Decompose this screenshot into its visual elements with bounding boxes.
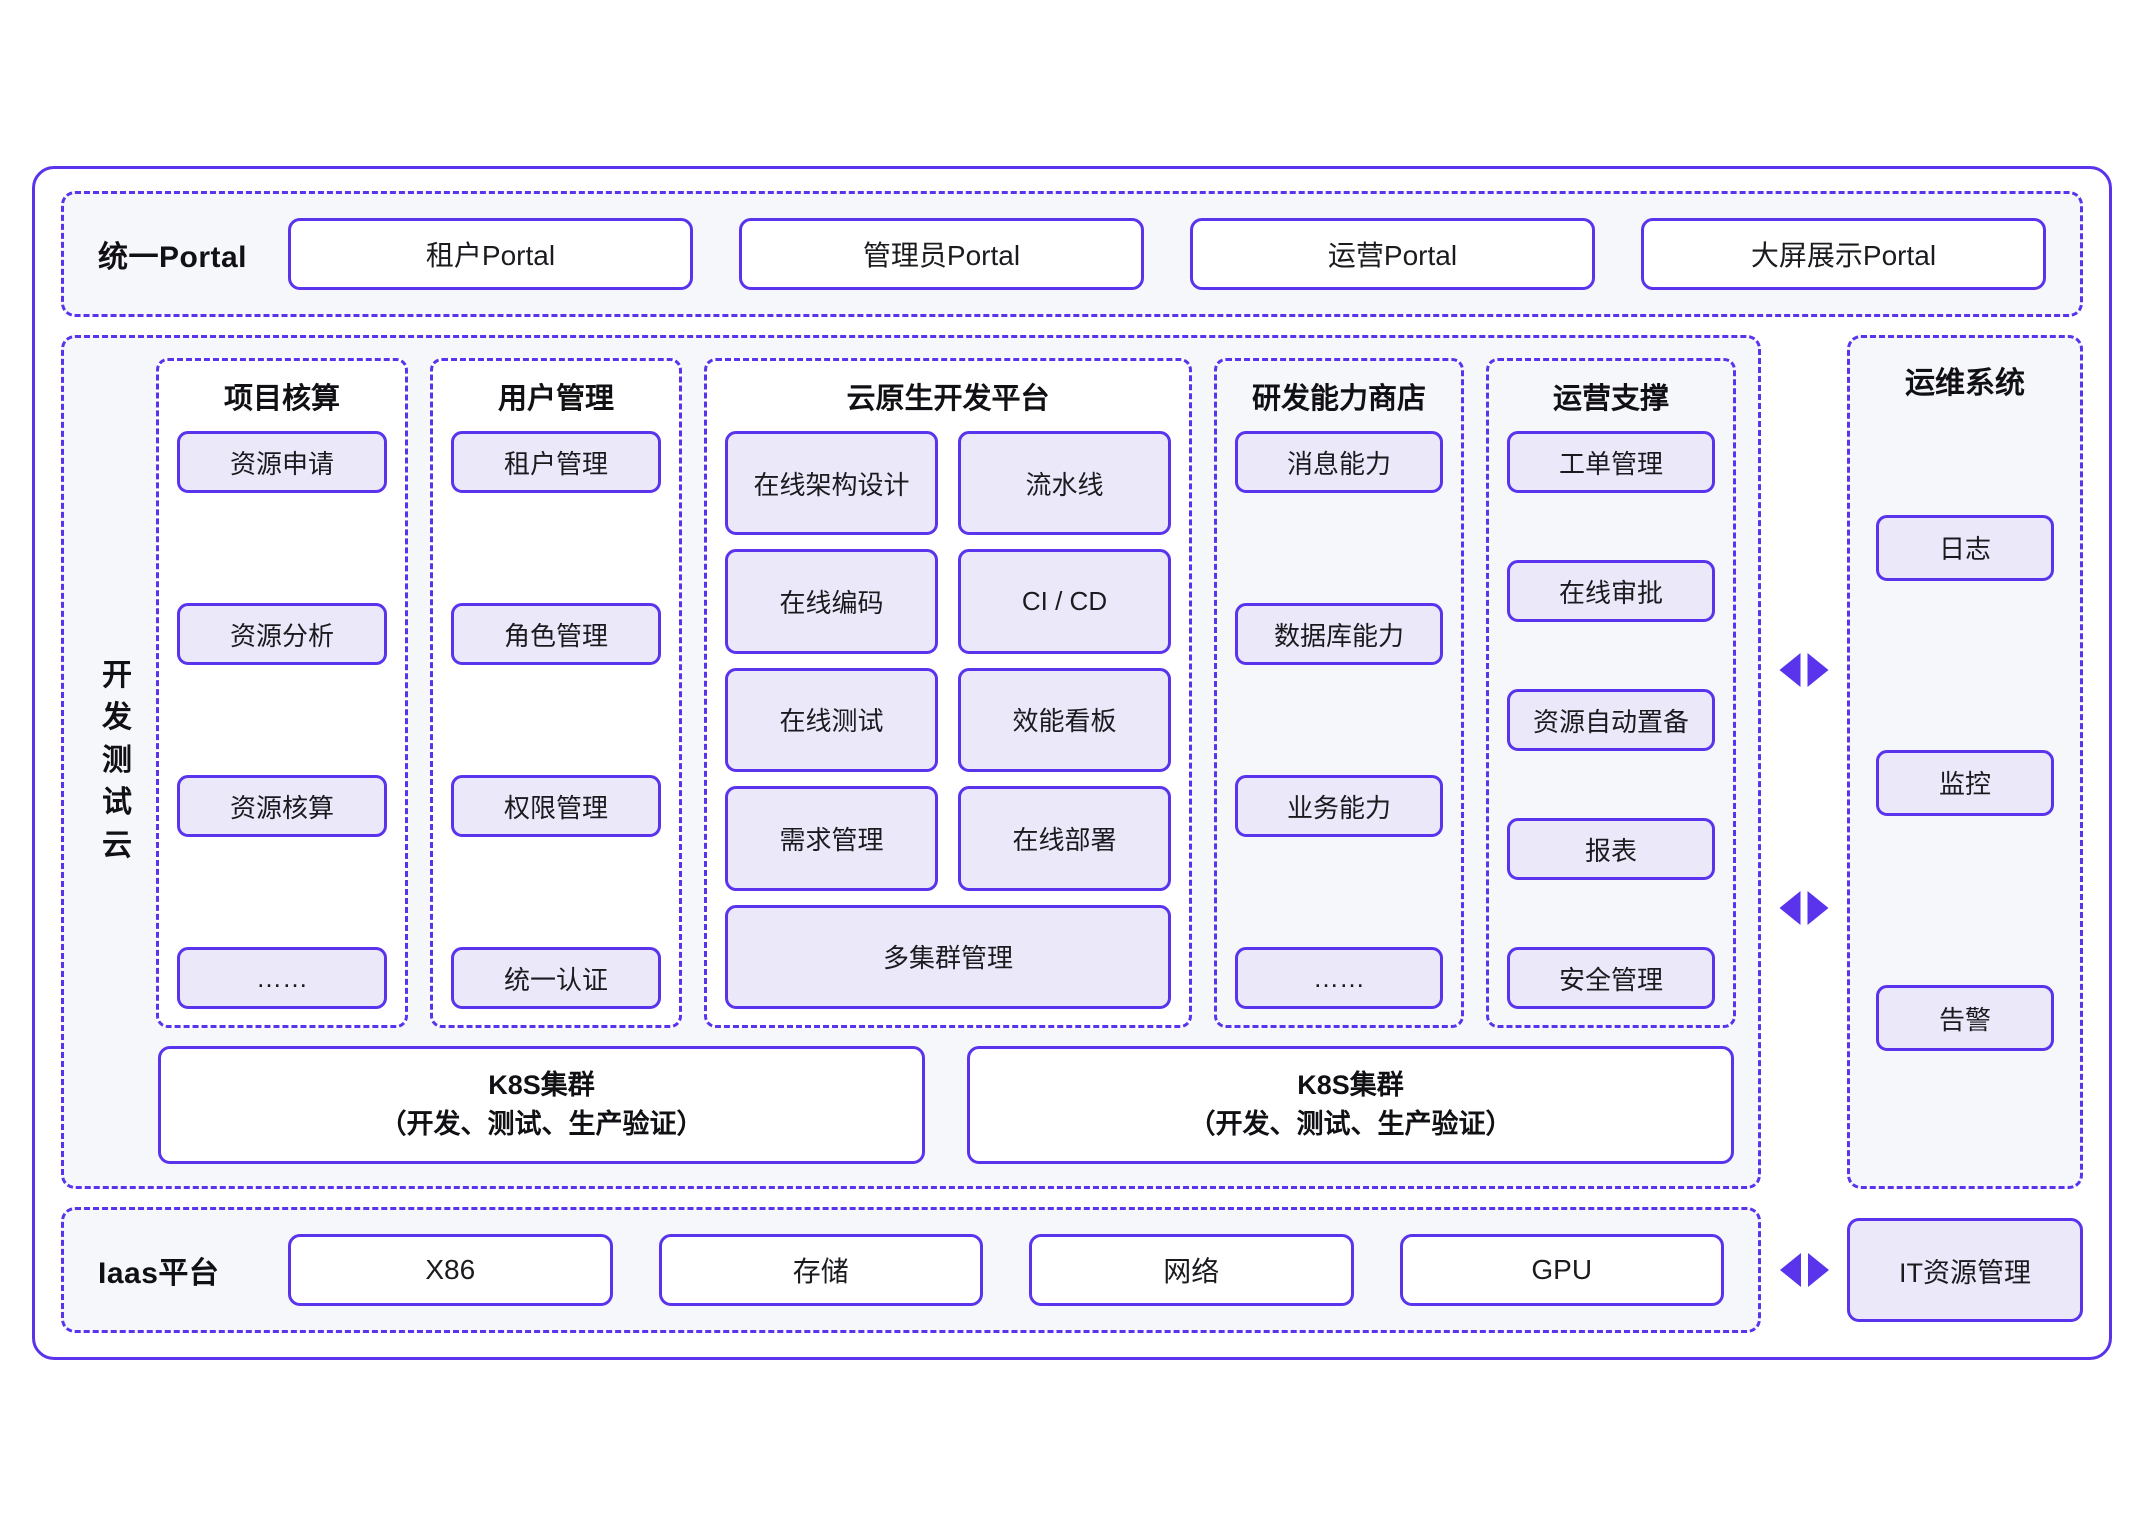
feature-chip-efficiency-dashboard[interactable]: 效能看板: [958, 667, 1171, 773]
feature-chip-online-testing[interactable]: 在线测试: [725, 667, 938, 773]
feature-chip-more[interactable]: ……: [1235, 947, 1443, 1009]
iaas-itresource-connector-group: [1761, 1207, 1847, 1333]
iaas-card-list: X86 存储 网络 GPU: [288, 1234, 1724, 1306]
arrow-right-icon: [1807, 891, 1829, 925]
iaas-zone: Iaas平台 X86 存储 网络 GPU: [61, 1207, 1761, 1333]
k8s-cluster-card-2[interactable]: K8S集群 （开发、测试、生产验证）: [967, 1046, 1734, 1164]
feature-chip-report[interactable]: 报表: [1507, 818, 1715, 880]
feature-chip-unified-auth[interactable]: 统一认证: [451, 947, 661, 1009]
it-resource-wrap: IT资源管理: [1847, 1207, 2083, 1333]
feature-column-project-accounting: 项目核算 资源申请 资源分析 资源核算 ……: [156, 358, 408, 1028]
feature-chip-online-coding[interactable]: 在线编码: [725, 549, 938, 654]
iaas-card-gpu[interactable]: GPU: [1399, 1234, 1724, 1306]
feature-column-title: 项目核算: [223, 383, 340, 415]
devtest-cloud-body: 项目核算 资源申请 资源分析 资源核算 …… 用户管理 租户管理: [156, 358, 1736, 1164]
feature-chip-role-management[interactable]: 角色管理: [451, 603, 661, 665]
feature-column-title: 研发能力商店: [1251, 383, 1426, 415]
arrow-right-icon: [1807, 653, 1829, 687]
feature-item-list: 租户管理 角色管理 权限管理 统一认证: [451, 431, 661, 1009]
feature-item-list: 工单管理 在线审批 资源自动置备 报表 安全管理: [1507, 431, 1715, 1009]
feature-chip-multi-cluster-management[interactable]: 多集群管理: [725, 904, 1171, 1009]
feature-chip-online-architecture-design[interactable]: 在线架构设计: [725, 431, 938, 536]
feature-chip-resource-analysis[interactable]: 资源分析: [177, 603, 387, 665]
ops-system-zone: 运维系统 日志 监控 告警: [1847, 335, 2083, 1189]
feature-chip-ticket-management[interactable]: 工单管理: [1507, 431, 1715, 493]
ops-chip-alarm[interactable]: 告警: [1876, 985, 2054, 1052]
feature-column-row: 项目核算 资源申请 资源分析 资源核算 …… 用户管理 租户管理: [156, 358, 1736, 1028]
feature-chip-resource-apply[interactable]: 资源申请: [177, 431, 387, 493]
feature-chip-more[interactable]: ……: [177, 947, 387, 1009]
feature-chip-online-deployment[interactable]: 在线部署: [958, 786, 1171, 891]
arrow-right-icon: [1807, 1253, 1829, 1287]
feature-chip-online-approval[interactable]: 在线审批: [1507, 560, 1715, 622]
feature-item-list: 消息能力 数据库能力 业务能力 ……: [1235, 431, 1443, 1009]
feature-chip-resource-accounting[interactable]: 资源核算: [177, 775, 387, 837]
feature-column-title: 云原生开发平台: [846, 383, 1050, 415]
k8s-cluster-row: K8S集群 （开发、测试、生产验证） K8S集群 （开发、测试、生产验证）: [156, 1046, 1736, 1164]
arrow-left-icon: [1779, 891, 1801, 925]
portal-card-admin[interactable]: 管理员Portal: [739, 218, 1144, 290]
feature-chip-auto-provisioning[interactable]: 资源自动置备: [1507, 689, 1715, 751]
devtest-cloud-label: 开发测试云: [102, 658, 132, 862]
ops-chip-monitoring[interactable]: 监控: [1876, 749, 2054, 816]
devtest-ops-connector-group: [1761, 335, 1847, 1189]
feature-item-list: 资源申请 资源分析 资源核算 ……: [177, 431, 387, 1009]
feature-chip-business-capability[interactable]: 业务能力: [1235, 775, 1443, 837]
portal-zone-label: 统一Portal: [98, 241, 248, 274]
feature-column-cloud-native-platform: 云原生开发平台 在线架构设计 流水线 在线编码 CI / CD 在线测试 效能看…: [704, 358, 1192, 1028]
feature-column-capability-store: 研发能力商店 消息能力 数据库能力 业务能力 ……: [1214, 358, 1464, 1028]
feature-chip-security-management[interactable]: 安全管理: [1507, 947, 1715, 1009]
bidirectional-arrow-icon: [1779, 1253, 1829, 1287]
feature-column-operations-support: 运营支撑 工单管理 在线审批 资源自动置备 报表 安全管理: [1486, 358, 1736, 1028]
ops-chip-log[interactable]: 日志: [1876, 514, 2054, 581]
iaas-card-storage[interactable]: 存储: [658, 1234, 983, 1306]
it-resource-management-card[interactable]: IT资源管理: [1847, 1218, 2083, 1322]
portal-zone: 统一Portal 租户Portal 管理员Portal 运营Portal 大屏展…: [61, 191, 2083, 317]
portal-card-bigscreen[interactable]: 大屏展示Portal: [1641, 218, 2046, 290]
k8s-cluster-title: K8S集群: [488, 1069, 595, 1100]
iaas-zone-label: Iaas平台: [98, 1257, 220, 1290]
feature-chip-pipeline[interactable]: 流水线: [958, 431, 1171, 536]
arrow-left-icon: [1779, 1253, 1801, 1287]
feature-chip-requirement-management[interactable]: 需求管理: [725, 786, 938, 891]
portal-card-operations[interactable]: 运营Portal: [1190, 218, 1595, 290]
bidirectional-arrow-icon: [1779, 653, 1829, 687]
ops-system-title: 运维系统: [1905, 367, 2025, 400]
bidirectional-arrow-icon: [1779, 891, 1829, 925]
feature-column-user-management: 用户管理 租户管理 角色管理 权限管理 统一认证: [430, 358, 682, 1028]
k8s-cluster-title: K8S集群: [1297, 1069, 1404, 1100]
bottom-band: Iaas平台 X86 存储 网络 GPU IT资源管理: [61, 1207, 2083, 1333]
feature-item-grid: 在线架构设计 流水线 在线编码 CI / CD 在线测试 效能看板 需求管理 在…: [725, 431, 1171, 1009]
feature-column-title: 运营支撑: [1552, 383, 1669, 415]
k8s-cluster-subtitle: （开发、测试、生产验证）: [1188, 1109, 1513, 1139]
feature-chip-tenant-management[interactable]: 租户管理: [451, 431, 661, 493]
feature-chip-ci-cd[interactable]: CI / CD: [958, 549, 1171, 654]
arrow-left-icon: [1779, 653, 1801, 687]
feature-chip-message-capability[interactable]: 消息能力: [1235, 431, 1443, 493]
feature-column-title: 用户管理: [497, 383, 614, 415]
feature-chip-permission-management[interactable]: 权限管理: [451, 775, 661, 837]
portal-card-tenant[interactable]: 租户Portal: [288, 218, 693, 290]
architecture-diagram: 统一Portal 租户Portal 管理员Portal 运营Portal 大屏展…: [32, 166, 2112, 1360]
iaas-card-x86[interactable]: X86: [288, 1234, 613, 1306]
k8s-cluster-card-1[interactable]: K8S集群 （开发、测试、生产验证）: [158, 1046, 925, 1164]
devtest-cloud-zone: 开发测试云 项目核算 资源申请 资源分析 资源核算 ……: [61, 335, 1761, 1189]
portal-card-list: 租户Portal 管理员Portal 运营Portal 大屏展示Portal: [288, 218, 2046, 290]
ops-system-item-list: 日志 监控 告警: [1876, 420, 2054, 1160]
middle-band: 开发测试云 项目核算 资源申请 资源分析 资源核算 ……: [61, 335, 2083, 1189]
feature-chip-database-capability[interactable]: 数据库能力: [1235, 603, 1443, 665]
k8s-cluster-subtitle: （开发、测试、生产验证）: [379, 1109, 704, 1139]
iaas-card-network[interactable]: 网络: [1029, 1234, 1354, 1306]
